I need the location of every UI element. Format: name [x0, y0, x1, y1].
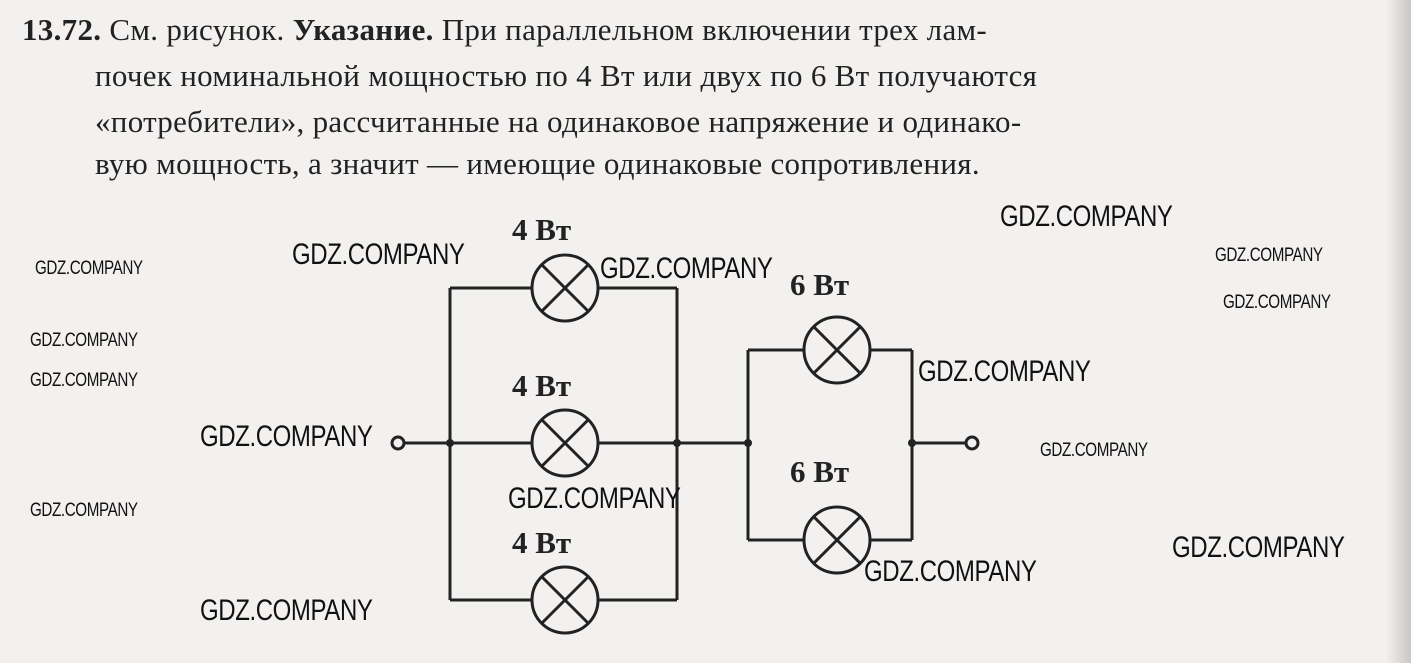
watermark: GDZ.COMPANY: [864, 555, 1037, 588]
lamp-icon: [530, 253, 600, 323]
junction-dot: [744, 439, 752, 447]
junction-dot: [446, 439, 454, 447]
text-line-4: вую мощность, а значит — имеющие одинако…: [95, 146, 980, 181]
output-terminal: [964, 435, 980, 451]
watermark: GDZ.COMPANY: [30, 330, 138, 351]
lamp-icon: [802, 505, 872, 575]
watermark: GDZ.COMPANY: [1000, 200, 1173, 233]
lamp-icon: [530, 565, 600, 635]
watermark: GDZ.COMPANY: [35, 258, 143, 279]
watermark: GDZ.COMPANY: [1040, 440, 1148, 461]
text-line-3: «потребители», рассчитанные на одинаково…: [95, 104, 1022, 139]
lamp-icon: [530, 408, 600, 478]
watermark: GDZ.COMPANY: [1215, 245, 1323, 266]
lamp-label: 6 Вт: [790, 454, 849, 489]
hint-label: Указание.: [292, 12, 434, 47]
problem-number: 13.72.: [22, 12, 102, 47]
watermark: GDZ.COMPANY: [918, 355, 1091, 388]
watermark: GDZ.COMPANY: [508, 482, 681, 515]
lamp-icon: [802, 315, 872, 385]
lamp-label: 6 Вт: [790, 267, 849, 302]
watermark: GDZ.COMPANY: [200, 420, 373, 453]
watermark: GDZ.COMPANY: [292, 238, 465, 271]
watermark: GDZ.COMPANY: [1172, 531, 1345, 564]
problem-ref: См. рисунок.: [109, 12, 285, 47]
text-line-1: 13.72. См. рисунок. Указание. При паралл…: [22, 12, 987, 48]
watermark: GDZ.COMPANY: [30, 370, 138, 391]
lamp-label: 4 Вт: [512, 368, 571, 403]
lamp-label: 4 Вт: [512, 525, 571, 560]
watermark: GDZ.COMPANY: [1223, 292, 1331, 313]
watermark: GDZ.COMPANY: [30, 500, 138, 521]
watermark: GDZ.COMPANY: [600, 252, 773, 285]
page-edge-shadow: [1386, 0, 1411, 663]
text-line-1-rest: При параллельном включении трех лам-: [441, 12, 988, 47]
watermark: GDZ.COMPANY: [200, 594, 373, 627]
lamp-label: 4 Вт: [512, 212, 571, 247]
text-line-2: почек номинальной мощностью по 4 Вт или …: [95, 58, 1038, 93]
input-terminal: [390, 435, 406, 451]
junction-dot: [673, 439, 681, 447]
junction-dot: [908, 439, 916, 447]
